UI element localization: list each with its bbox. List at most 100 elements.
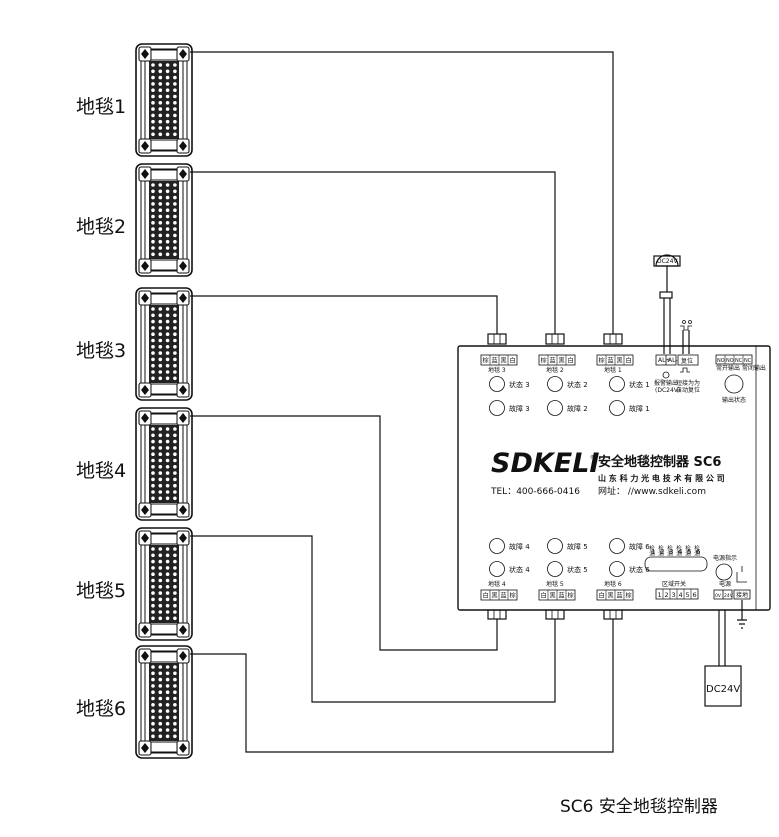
mat-label: 地毯3 [76, 340, 126, 362]
top-port-name: 地毯 1 [604, 366, 622, 374]
mat-dot [151, 233, 155, 238]
terminal-pin-label: 蓝 [501, 592, 507, 600]
mat-dot [151, 471, 155, 475]
mat-dot [173, 332, 177, 337]
relay-pin-label: NC [735, 358, 743, 364]
top-plug-3 [603, 333, 623, 345]
mat-inner-frame [140, 168, 188, 272]
mat-dot [158, 677, 163, 682]
mat-dot [151, 696, 155, 701]
alarm-indicator-icon [662, 371, 670, 379]
mat-dot [173, 465, 177, 469]
mat-dot [173, 547, 177, 551]
mat-dot [151, 439, 155, 444]
mat-bottom-bar [150, 259, 178, 271]
mat-dot [173, 246, 177, 250]
mat-dot [165, 728, 170, 732]
terminal-pin-label: 白 [599, 592, 605, 600]
mat-dot [158, 345, 163, 349]
mat-corner-diamond-icon [141, 261, 149, 271]
dip-number: 5 [686, 591, 690, 599]
state-led-label: 状态 2 [567, 380, 588, 389]
mat-dot [173, 233, 177, 238]
mat-dot [151, 616, 155, 621]
zone-header: 检测 [693, 544, 700, 558]
mat-dot [151, 553, 155, 558]
mat-dot [151, 313, 155, 318]
mat-dot [158, 684, 163, 688]
zone-header: 检测 [666, 544, 673, 558]
mat-corner-diamond-icon [141, 49, 149, 59]
mat-dot [151, 126, 155, 130]
mat-dot [173, 572, 177, 576]
mat-corner-diamond-icon [141, 743, 149, 753]
mat-dot [151, 566, 155, 570]
mat-dot [151, 307, 155, 311]
top-terminal-3: 棕蓝黑白 [596, 354, 634, 366]
mat-dot [165, 195, 170, 200]
mat-dot [151, 427, 155, 431]
mat-dot [165, 69, 170, 74]
status-leds: 状态 3故障 3状态 2故障 2状态 1故障 1故障 4状态 4故障 5状态 5… [489, 376, 650, 577]
fault-led-label: 故障 3 [509, 404, 530, 413]
state-led-label: 状态 5 [567, 565, 588, 574]
mat-dot [173, 578, 177, 583]
mat-dot [173, 189, 177, 194]
mat-dot [165, 82, 170, 86]
mat-dot [151, 715, 155, 720]
zone-header: 检测 [648, 544, 655, 558]
mat-surface [149, 663, 179, 741]
output-state-led [724, 374, 744, 394]
mat-dot [151, 376, 155, 381]
terminal-pin-label: 黑 [559, 358, 565, 365]
top-plug-1 [487, 333, 507, 345]
mat-dot [173, 696, 177, 701]
mat-top-bar [150, 293, 178, 305]
safety-mat-4: 地毯4 [76, 407, 193, 521]
mat-dot [173, 239, 177, 244]
terminal-pin-label: 蓝 [492, 357, 498, 365]
mat-dot [151, 496, 155, 501]
mat-dot [173, 326, 177, 330]
website: 网址： //www.sdkeli.com [598, 485, 706, 497]
mat-corner-diamond-icon [179, 293, 187, 303]
fault-led-label: 故障 4 [509, 542, 530, 551]
safety-mat-6: 地毯6 [76, 645, 193, 759]
mat-corner-diamond-icon [141, 385, 149, 395]
state-led-label: 状态 3 [509, 380, 530, 389]
mat-dot [151, 703, 155, 707]
mat-dot [165, 427, 170, 431]
bottom-terminal-3: 白黑蓝棕 [596, 589, 634, 601]
mat-dot [151, 63, 155, 67]
mat-dot [173, 195, 177, 200]
mat-dot [173, 63, 177, 67]
zone-header: 检测 [657, 544, 664, 558]
terminal-pin-label: 黑 [608, 593, 614, 600]
output-state-label: 输出状态 [722, 396, 746, 404]
mat-dot [165, 496, 170, 501]
mat-dot [165, 113, 170, 118]
mat-dot [158, 307, 163, 311]
mat-dot [165, 603, 170, 608]
terminal-pin-label: 黑 [492, 593, 498, 600]
mat-top-bar [150, 169, 178, 181]
mat-dot [151, 591, 155, 595]
mat-dot [173, 597, 177, 602]
mat-inner-frame [140, 292, 188, 396]
mat-dot [173, 591, 177, 595]
mat-dot [151, 665, 155, 669]
mat-corner-diamond-icon [141, 533, 149, 543]
mat-dot [173, 703, 177, 707]
zone-number: 5 [687, 548, 691, 556]
mat-top-bar [150, 651, 178, 663]
mat-dot [158, 214, 163, 219]
mat-dot [173, 490, 177, 494]
mat-dot [173, 439, 177, 444]
mat-dot [165, 338, 170, 343]
mat-dot [151, 610, 155, 614]
mat-dot [151, 319, 155, 324]
mat-dot [158, 126, 163, 130]
zone-number: 3 [669, 548, 673, 556]
power-led [715, 563, 733, 581]
zone-number: 2 [660, 548, 664, 556]
